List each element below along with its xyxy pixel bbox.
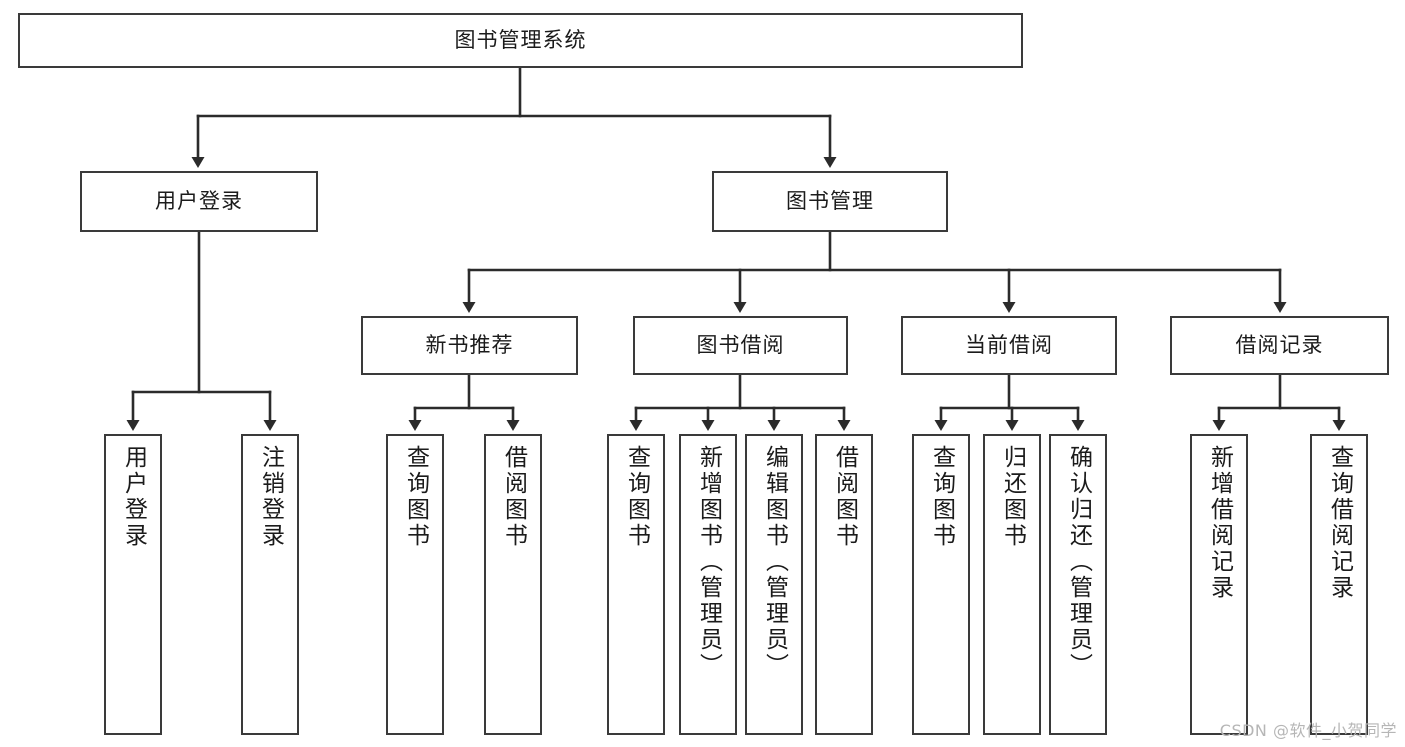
node-current-borrow[interactable]: 当前借阅 <box>901 316 1117 375</box>
node-borrow-record-label: 借阅记录 <box>1235 333 1324 358</box>
node-book-manage[interactable]: 图书管理 <box>712 171 948 232</box>
node-leaf-edit-book[interactable]: 编辑图书（管理员） <box>745 434 803 735</box>
node-leaf-add-book-label: 新增图书（管理员） <box>695 445 722 679</box>
node-leaf-add-book[interactable]: 新增图书（管理员） <box>679 434 737 735</box>
node-leaf-query-book-3-label: 查询图书 <box>928 445 955 549</box>
node-leaf-query-record-label: 查询借阅记录 <box>1326 445 1353 601</box>
node-leaf-add-record[interactable]: 新增借阅记录 <box>1190 434 1248 735</box>
node-leaf-query-book-2[interactable]: 查询图书 <box>607 434 665 735</box>
node-leaf-query-book-2-label: 查询图书 <box>623 445 650 549</box>
node-leaf-return-book[interactable]: 归还图书 <box>983 434 1041 735</box>
node-user-login-label: 用户登录 <box>155 189 243 214</box>
node-leaf-borrow-book-2[interactable]: 借阅图书 <box>815 434 873 735</box>
node-leaf-borrow-book-1[interactable]: 借阅图书 <box>484 434 542 735</box>
node-book-borrow-label: 图书借阅 <box>696 333 785 358</box>
node-leaf-user-login-label: 用户登录 <box>120 445 147 549</box>
node-leaf-query-book-3[interactable]: 查询图书 <box>912 434 970 735</box>
node-leaf-confirm-return-label: 确认归还（管理员） <box>1065 445 1092 679</box>
node-leaf-user-logout-label: 注销登录 <box>257 445 284 549</box>
node-leaf-query-book-1-label: 查询图书 <box>402 445 429 549</box>
node-leaf-add-record-label: 新增借阅记录 <box>1206 445 1233 601</box>
node-book-manage-label: 图书管理 <box>786 189 874 214</box>
node-leaf-confirm-return[interactable]: 确认归还（管理员） <box>1049 434 1107 735</box>
node-root-label: 图书管理系统 <box>454 28 587 53</box>
node-root[interactable]: 图书管理系统 <box>18 13 1023 68</box>
node-book-borrow[interactable]: 图书借阅 <box>633 316 848 375</box>
node-current-borrow-label: 当前借阅 <box>965 333 1053 358</box>
node-leaf-user-logout[interactable]: 注销登录 <box>241 434 299 735</box>
node-leaf-query-record[interactable]: 查询借阅记录 <box>1310 434 1368 735</box>
node-borrow-record[interactable]: 借阅记录 <box>1170 316 1389 375</box>
node-leaf-borrow-book-1-label: 借阅图书 <box>500 445 527 549</box>
node-leaf-edit-book-label: 编辑图书（管理员） <box>761 445 788 679</box>
csdn-watermark: CSDN @软件_小贺同学 <box>1219 721 1397 740</box>
node-new-book-rec[interactable]: 新书推荐 <box>361 316 578 375</box>
node-leaf-return-book-label: 归还图书 <box>999 445 1026 549</box>
node-leaf-borrow-book-2-label: 借阅图书 <box>831 445 858 549</box>
node-leaf-user-login[interactable]: 用户登录 <box>104 434 162 735</box>
node-new-book-rec-label: 新书推荐 <box>425 333 514 358</box>
node-user-login[interactable]: 用户登录 <box>80 171 318 232</box>
node-leaf-query-book-1[interactable]: 查询图书 <box>386 434 444 735</box>
